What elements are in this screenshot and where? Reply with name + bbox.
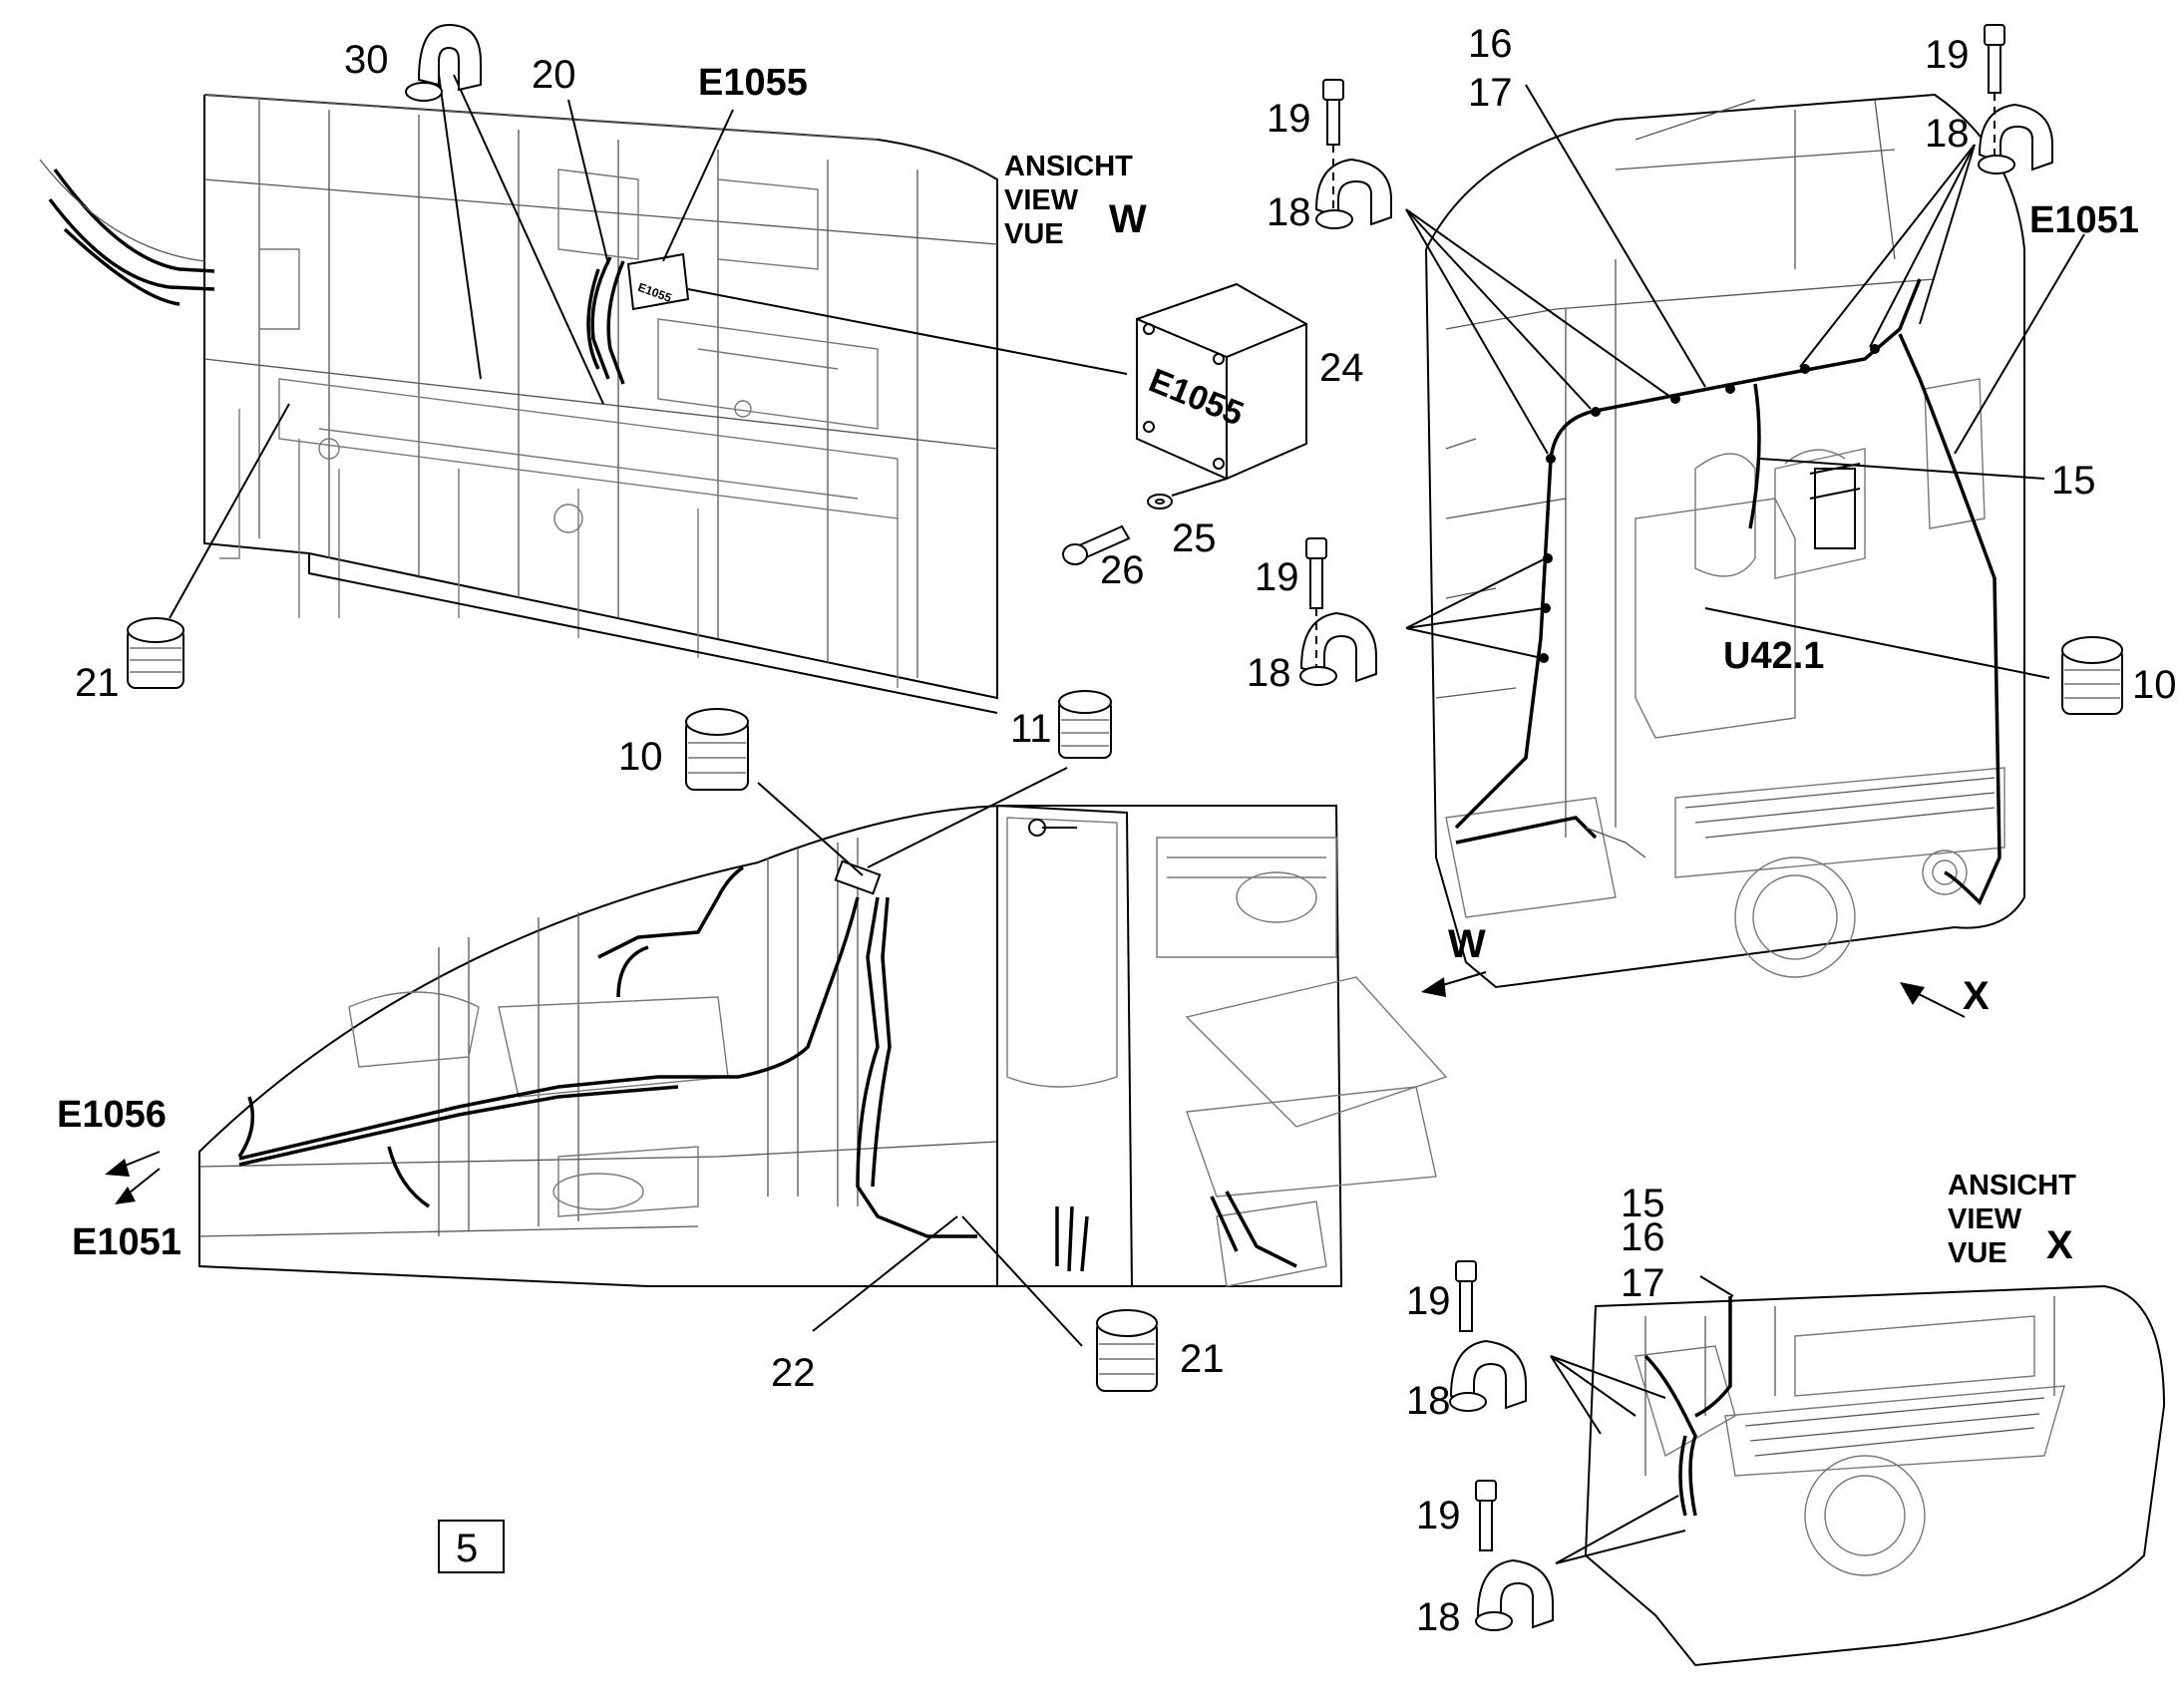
screw-icon: [1305, 537, 1327, 609]
callout-16-b: 16: [1621, 1215, 1665, 1259]
view-x-letter: X: [2046, 1223, 2073, 1267]
screw-icon: [1455, 1260, 1477, 1332]
washer-icon: [1147, 494, 1173, 510]
callout-15-b: 15: [1621, 1182, 1665, 1225]
callout-10-right: 10: [2132, 663, 2177, 707]
view-x-line1: ANSICHT: [1948, 1170, 2076, 1201]
clamp-icon: [1449, 1339, 1527, 1412]
callout-18-b: 18: [1925, 112, 1970, 156]
view-x-line2: VIEW: [1948, 1203, 2022, 1235]
callout-20: 20: [532, 53, 576, 97]
clamp-icon: [405, 23, 482, 102]
direction-arrows-e1056-e1051: [105, 1151, 161, 1204]
screw-icon: [1984, 24, 2005, 94]
callout-26: 26: [1100, 548, 1145, 592]
junction-box-e1055: E1055: [1136, 282, 1307, 481]
screw-icon: [1322, 79, 1344, 146]
cable-gland-icon: [127, 617, 184, 689]
cable-gland-icon: [1058, 690, 1112, 759]
component-e1055: E1055: [698, 62, 808, 104]
view-w-line2: VIEW: [1004, 184, 1079, 216]
view-direction-arrow-x: [1900, 982, 1966, 1018]
callout-21-top: 21: [75, 661, 120, 705]
view-direction-arrow-w: [1421, 971, 1487, 997]
component-e1051-bottom: E1051: [72, 1221, 182, 1263]
callout-21-bottom: 21: [1180, 1337, 1225, 1381]
screw-icon: [1475, 1480, 1497, 1551]
callout-19-a: 19: [1267, 97, 1311, 141]
callout-19-c: 19: [1255, 555, 1299, 599]
page-number-box: [438, 1520, 505, 1573]
callout-24: 24: [1319, 346, 1364, 390]
clamp-icon: [1475, 1558, 1554, 1631]
callout-18-e: 18: [1416, 1595, 1461, 1639]
component-e1051: E1051: [2029, 199, 2139, 241]
callout-17-b: 17: [1621, 1261, 1665, 1305]
callout-10-mid: 10: [618, 735, 663, 779]
arrow-x-label: X: [1963, 974, 1990, 1018]
callout-11: 11: [1010, 707, 1052, 751]
view-w-letter: W: [1109, 197, 1147, 241]
callout-19-d: 19: [1406, 1279, 1451, 1323]
callout-16-a: 16: [1468, 22, 1513, 66]
top-left-assembly-view: E1055: [39, 74, 1128, 714]
callout-22: 22: [771, 1351, 816, 1395]
callout-18-a: 18: [1267, 190, 1311, 234]
bottom-right-assembly-view: [1550, 1275, 2166, 1667]
cable-gland-icon: [685, 708, 749, 791]
top-right-assembly-view: [1405, 84, 2085, 989]
arrow-w-label: W: [1448, 922, 1486, 966]
callout-15-a: 15: [2051, 459, 2096, 503]
callout-19-e: 19: [1416, 1494, 1461, 1537]
component-e1056: E1056: [57, 1094, 167, 1136]
cable-gland-icon: [2061, 636, 2123, 715]
callout-19-b: 19: [1925, 33, 1970, 77]
page-number: 5: [456, 1527, 478, 1570]
view-x-line3: VUE: [1948, 1237, 2007, 1269]
clamp-icon: [1314, 158, 1392, 229]
callout-18-d: 18: [1406, 1379, 1451, 1423]
cable-gland-icon: [1096, 1309, 1158, 1392]
screw-icon: [1062, 524, 1131, 565]
clamp-icon: [1978, 103, 2053, 174]
callout-30: 30: [344, 38, 389, 82]
callout-18-c: 18: [1247, 651, 1291, 695]
clamp-icon: [1299, 611, 1377, 686]
component-u42-1: U42.1: [1723, 635, 1824, 677]
view-w-line3: VUE: [1004, 218, 1064, 250]
middle-assembly-view: [198, 767, 1448, 1347]
callout-17-a: 17: [1468, 71, 1513, 115]
view-w-line1: ANSICHT: [1004, 151, 1133, 182]
callout-25: 25: [1172, 516, 1217, 560]
